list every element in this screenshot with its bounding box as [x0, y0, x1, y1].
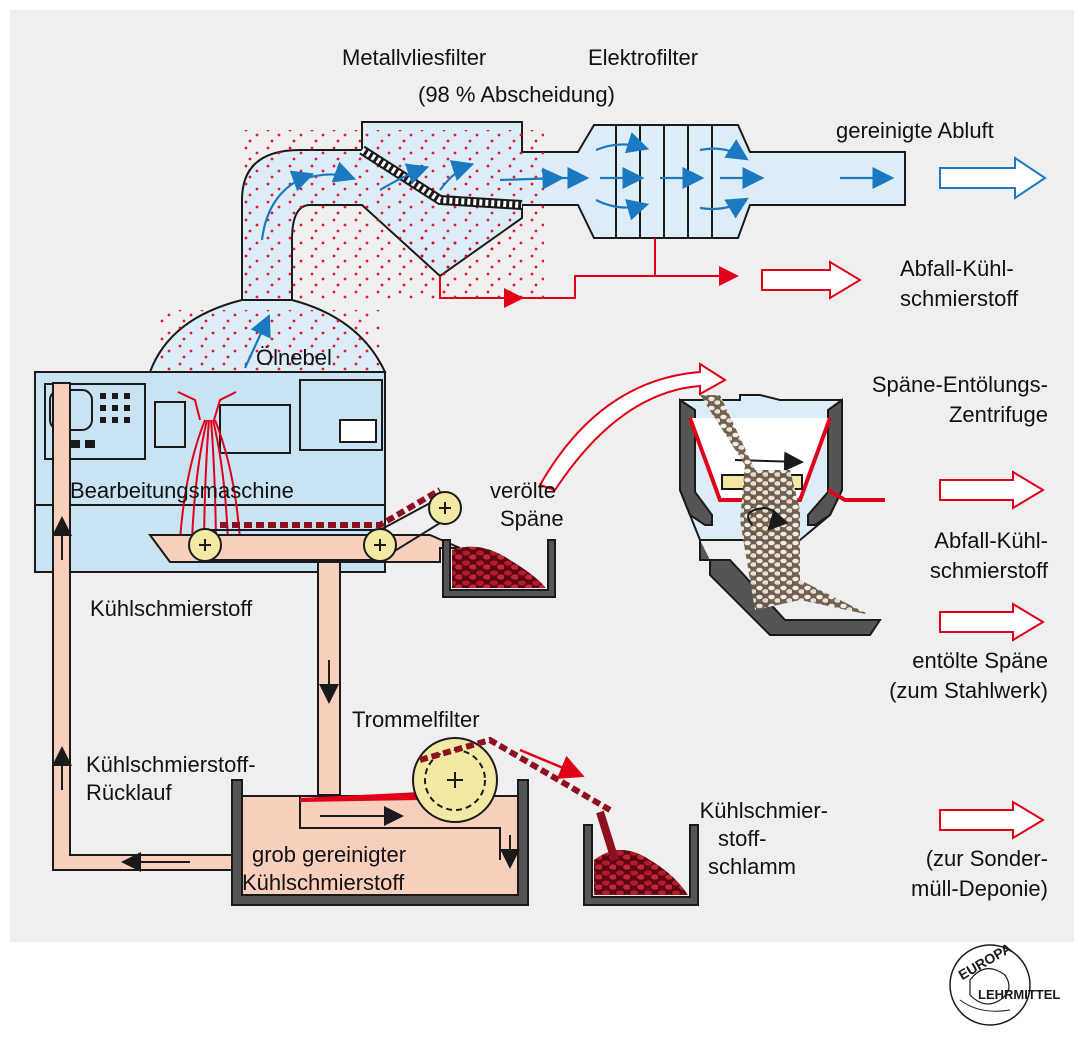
air-flow-arrows [260, 132, 895, 241]
metal-fleece-filter [359, 145, 523, 276]
labels: Metallvliesfilter (98 % Abscheidung) Ele… [70, 45, 1049, 901]
label-kuehlschmierstoff: Kühlschmierstoff [90, 596, 253, 621]
label-trommelfilter: Trommelfilter [352, 707, 480, 732]
label-entoelte-a: entölte Späne [912, 648, 1048, 673]
deoiled-chips-arrow [939, 602, 1045, 642]
europa-lehrmittel-logo: EUROPA LEHRMITTEL [949, 940, 1060, 1026]
label-schlamm-c: schlamm [708, 854, 796, 879]
sludge-flow-arrow [519, 748, 585, 779]
pipe-flow-arrows [52, 516, 339, 872]
label-sonder-a: (zur Sonder- [926, 846, 1048, 871]
label-elektrofilter: Elektrofilter [588, 45, 698, 70]
clean-exhaust-arrow [939, 156, 1047, 200]
duct-dots [244, 130, 544, 300]
label-entoelte-b: (zum Stahlwerk) [889, 678, 1048, 703]
label-oelnebel: Ölnebel [256, 345, 332, 370]
label-zentrifuge-b: Zentrifuge [949, 402, 1048, 427]
label-sonder-b: müll-Deponie) [911, 876, 1048, 901]
oily-chips-bin [442, 539, 556, 598]
label-ruecklauf-b: Rücklauf [86, 780, 172, 805]
chips-to-centrifuge-arrow [538, 362, 727, 492]
label-grob-b: Kühlschmierstoff [242, 870, 405, 895]
drum-sludge [300, 792, 420, 802]
label-grob-a: grob gereinigter [252, 842, 406, 867]
sludge-disposal-arrow [939, 800, 1045, 840]
label-gereinigte-abluft: gereinigte Abluft [836, 118, 994, 143]
label-abfall-kss-2-b: schmierstoff [930, 558, 1049, 583]
waste-coolant-arrow-1 [761, 260, 862, 300]
label-metallvliesfilter: Metallvliesfilter [342, 45, 486, 70]
label-veroelte-b: Späne [500, 506, 564, 531]
label-schlamm-b: stoff- [718, 826, 767, 851]
label-zentrifuge-a: Späne-Entölungs- [872, 372, 1048, 397]
label-abfall-kss-2-a: Abfall-Kühl- [934, 528, 1048, 553]
label-abscheidung: (98 % Abscheidung) [418, 82, 615, 107]
mist-flow-arrow [244, 314, 271, 369]
sludge-bin [583, 810, 699, 906]
label-schlamm-a: Kühlschmier- [700, 798, 828, 823]
centrifuge-chip-stream [700, 395, 870, 615]
label-bearbeitungsmaschine: Bearbeitungsmaschine [70, 478, 294, 503]
label-veroelte-a: verölte [490, 478, 556, 503]
waste-coolant-arrow-2 [939, 470, 1045, 510]
label-abfall-kss-1-a: Abfall-Kühl- [900, 256, 1014, 281]
label-ruecklauf-a: Kühlschmierstoff- [86, 752, 256, 777]
label-abfall-kss-1-b: schmierstoff [900, 286, 1019, 311]
chip-conveyor [188, 487, 462, 562]
waste-oil-line [439, 238, 739, 308]
logo-lehrmittel: LEHRMITTEL [978, 987, 1060, 1002]
drum-filter [412, 736, 612, 823]
centrifuge-rotation-icon [747, 506, 789, 531]
